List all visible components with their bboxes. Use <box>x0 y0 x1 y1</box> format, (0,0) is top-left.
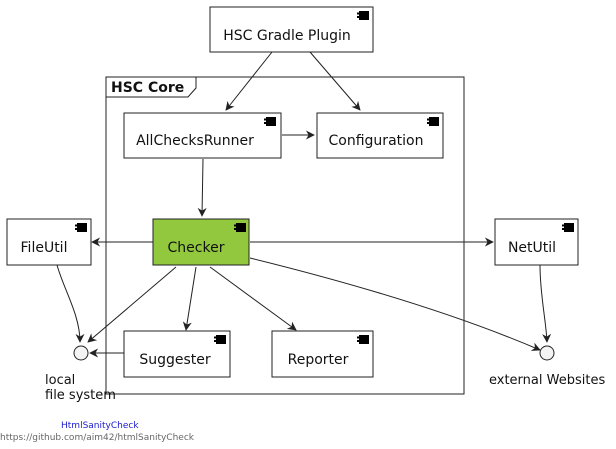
edge-checker-to-external <box>249 257 541 351</box>
component-label: NetUtil <box>508 240 556 256</box>
component-file-util: FileUtil <box>6 218 92 266</box>
package-hsc-core: HSC Core <box>105 76 465 395</box>
interface-external-websites: external Websites <box>489 345 605 388</box>
component-label: Suggester <box>139 352 211 368</box>
component-label: FileUtil <box>21 240 68 256</box>
edge-netutil-to-external <box>539 264 552 343</box>
component-gradle-plugin: HSC Gradle Plugin <box>209 6 374 53</box>
package-title: HSC Core <box>111 80 184 96</box>
edge-checker-to-suggester <box>182 266 197 331</box>
component-reporter: Reporter <box>271 330 374 378</box>
edges <box>56 51 552 358</box>
component-checker: Checker <box>152 218 250 266</box>
edge-checker-to-reporter <box>209 266 297 331</box>
edge-plugin-to-runner <box>225 51 273 111</box>
edge-runner-to-checker <box>197 158 207 217</box>
interface-label-line2: file system <box>45 388 116 403</box>
interface-circle-icon <box>539 345 555 361</box>
diagram-footer-url: https://github.com/aim42/htmlSanityCheck <box>0 433 195 443</box>
component-suggester: Suggester <box>123 330 231 378</box>
component-label: AllChecksRunner <box>136 133 254 149</box>
diagram-caption: HtmlSanityCheck <box>61 421 139 431</box>
component-label: Configuration <box>329 133 424 149</box>
component-all-checks-runner: AllChecksRunner <box>123 112 282 159</box>
component-configuration: Configuration <box>316 112 444 159</box>
interface-label: external Websites <box>489 373 605 388</box>
interface-circle-icon <box>73 345 89 361</box>
component-net-util: NetUtil <box>494 218 579 266</box>
interface-local-file-system: local file system <box>45 345 116 403</box>
component-label: HSC Gradle Plugin <box>223 28 351 44</box>
edge-plugin-to-configuration <box>309 51 361 111</box>
component-label: Checker <box>168 240 225 256</box>
edge-fileutil-to-local-fs <box>56 264 85 343</box>
edge-checker-to-local-fs <box>87 266 177 343</box>
interface-label-line1: local <box>45 373 75 388</box>
component-label: Reporter <box>288 352 349 368</box>
